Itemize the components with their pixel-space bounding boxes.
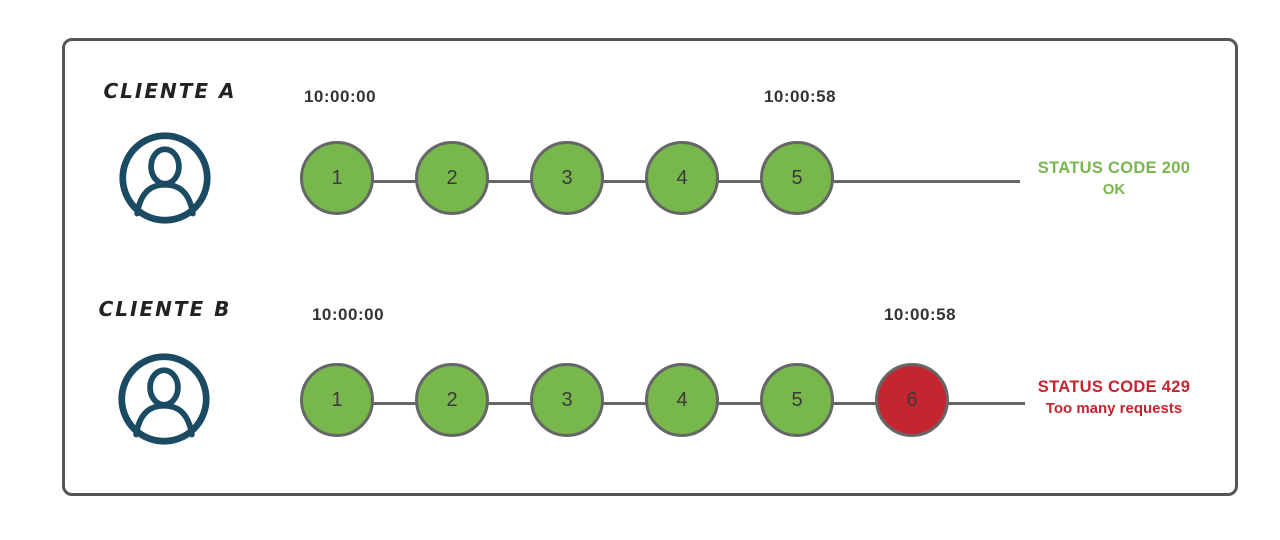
request-a-5: 5: [760, 141, 834, 215]
status-a-message: OK: [1102, 181, 1126, 198]
request-a-3: 3: [530, 141, 604, 215]
timestamp-end-b: 10:00:58: [883, 305, 957, 324]
status-b-code: STATUS CODE 429: [1037, 378, 1191, 396]
timestamp-end-a: 10:00:58: [763, 87, 837, 106]
request-a-2: 2: [415, 141, 489, 215]
client-a-label: CLIENTE A: [103, 79, 237, 103]
status-b: STATUS CODE 429 Too many requests: [1028, 377, 1200, 419]
user-avatar-icon: [117, 130, 213, 226]
request-b-5: 5: [760, 363, 834, 437]
client-b-label: CLIENTE B: [98, 297, 232, 321]
status-a-code: STATUS CODE 200: [1037, 159, 1191, 177]
request-a-1: 1: [300, 141, 374, 215]
request-a-4: 4: [645, 141, 719, 215]
request-b-3: 3: [530, 363, 604, 437]
request-b-6: 6: [875, 363, 949, 437]
status-a: STATUS CODE 200 OK: [1028, 158, 1200, 200]
status-b-message: Too many requests: [1045, 400, 1183, 417]
request-b-1: 1: [300, 363, 374, 437]
timestamp-start-a: 10:00:00: [303, 87, 377, 106]
request-b-4: 4: [645, 363, 719, 437]
diagram-frame: [62, 38, 1238, 496]
timestamp-start-b: 10:00:00: [311, 305, 385, 324]
user-avatar-icon: [116, 351, 212, 447]
request-b-2: 2: [415, 363, 489, 437]
